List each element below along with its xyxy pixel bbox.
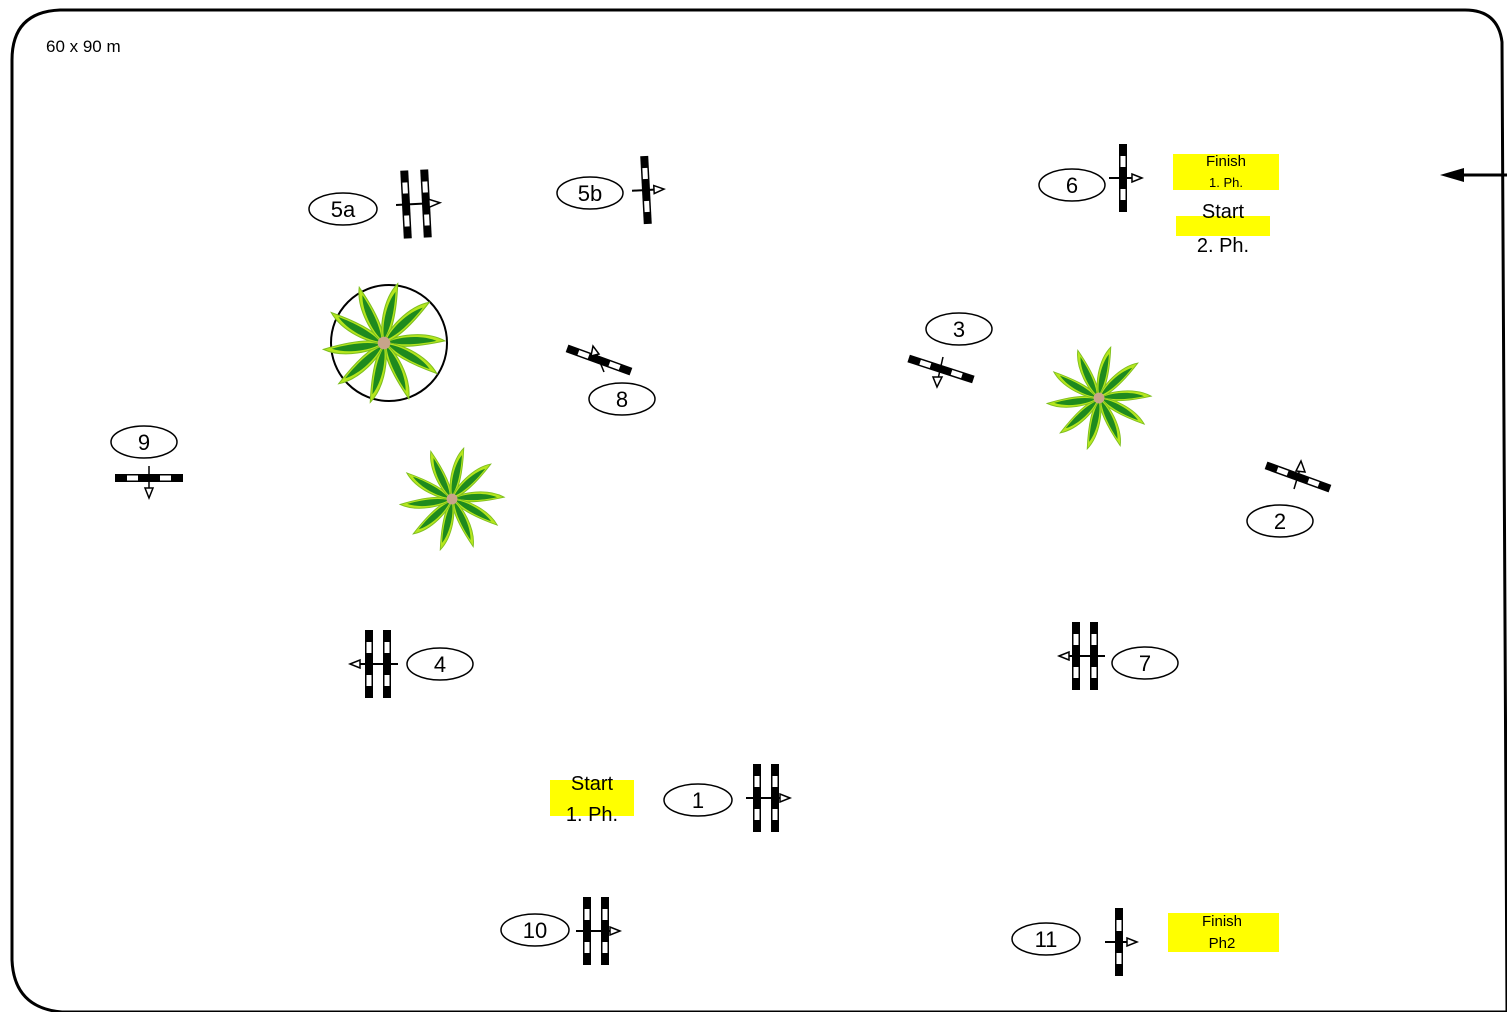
fence-1: 1 [663,764,793,832]
fence-number: 10 [523,918,547,943]
fence-number: 3 [953,317,965,342]
arena-size-label: 60 x 90 m [46,37,121,56]
fence-number-oval [556,176,624,210]
fence-6: 6 [1038,144,1145,212]
finish-phase1-label: Finish 1. Ph. [1173,153,1279,190]
arrow-left-icon [1440,168,1507,182]
fence-number: 5b [578,181,602,206]
start-phase2-label: Start 2. Ph. [1176,201,1270,257]
double-fence-icon [1056,622,1105,690]
fence-5b: 5b [556,155,666,225]
fence-number-oval [1111,646,1179,680]
fence-number-oval [663,783,733,817]
fence-number-oval [1038,168,1106,202]
fence-number-oval [1011,922,1081,956]
fence-number-oval [308,192,378,226]
finish-phase2-label: Finish Ph2 [1168,913,1279,952]
fence-number: 1 [692,788,704,813]
svg-text:Finish: Finish [1202,913,1242,930]
fence-8: 8 [565,344,656,416]
double-fence-icon [576,897,623,965]
double-fence-icon [746,764,793,832]
fence-number: 11 [1035,927,1058,952]
plant-circle-obstacle [323,282,448,404]
fence-number: 4 [434,652,446,677]
fence-4: 4 [347,630,474,698]
fence-number: 2 [1274,509,1286,534]
fence-3: 3 [907,312,993,389]
svg-text:1. Ph.: 1. Ph. [1209,175,1243,190]
svg-text:Start: Start [1202,201,1245,223]
svg-text:Start: Start [571,773,614,795]
single-fence-icon [631,155,666,225]
fence-number-oval [1246,504,1314,538]
fence-number-oval [588,382,656,416]
fence-number: 6 [1066,173,1078,198]
arena-border [10,8,1507,1012]
fence-9: 9 [110,425,183,501]
fence-number: 8 [616,387,628,412]
svg-text:2. Ph.: 2. Ph. [1197,235,1249,257]
fence-number-oval [110,425,178,459]
double-fence-icon [395,169,443,239]
svg-text:1. Ph.: 1. Ph. [566,804,618,826]
fence-number: 7 [1139,651,1151,676]
single-fence-icon [1109,144,1145,212]
fence-2: 2 [1246,459,1332,538]
plant-icon [1047,346,1151,451]
fence-5a: 5a [308,169,443,239]
fence-11: 11 [1011,908,1140,976]
fence-number: 9 [138,430,150,455]
fence-number-oval [500,913,570,947]
single-fence-icon [1105,908,1140,976]
svg-text:Ph2: Ph2 [1209,935,1236,952]
fence-7: 7 [1056,622,1179,690]
plant-icon [400,447,504,552]
fence-number: 5a [331,197,356,222]
start-phase1-label: Start 1. Ph. [550,773,634,826]
fence-number-oval [406,647,474,681]
double-fence-icon [347,630,398,698]
svg-text:Finish: Finish [1206,153,1246,170]
fence-10: 10 [500,897,623,965]
fence-number-oval [925,312,993,346]
